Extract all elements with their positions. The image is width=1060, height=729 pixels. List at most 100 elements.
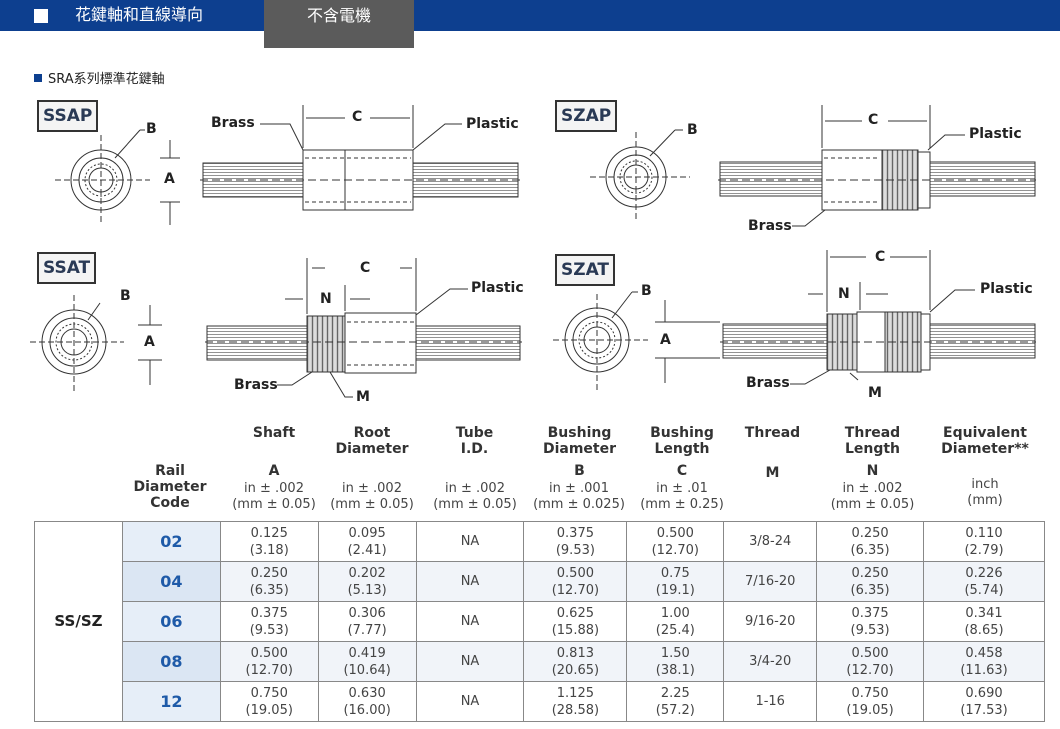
equivalent-diameter-cell-value: 0.226 — [965, 565, 1003, 581]
equivalent-diameter-cell-value: (11.63) — [960, 662, 1008, 678]
szat-brass-label: Brass — [746, 375, 790, 391]
shaft-cell-value: (12.70) — [245, 662, 293, 678]
ssat-brass-label: Brass — [234, 377, 278, 393]
shaft-cell: 0.375(9.53) — [219, 601, 319, 642]
bushing-diameter-cell: 0.500(12.70) — [523, 561, 628, 602]
szat-a-label: A — [660, 332, 671, 348]
thread-length-cell: 0.250(6.35) — [816, 521, 925, 562]
col-tube-unit1: in ± .002 — [445, 481, 505, 496]
shaft-cell-value: 0.125 — [250, 525, 288, 541]
root-diameter-cell-value: 0.095 — [348, 525, 386, 541]
bushing-diameter-cell-value: 0.625 — [556, 605, 594, 621]
col-shaft-unit1: in ± .002 — [244, 481, 304, 496]
col-root-units: in ± .002(mm ± 0.05) — [317, 481, 427, 513]
bushing-length-cell-value: (57.2) — [655, 702, 695, 718]
bushing-diameter-cell: 0.375(9.53) — [523, 521, 628, 562]
bushing-length-cell-value: 1.00 — [660, 605, 690, 621]
tab-no-motor[interactable]: 不含電機 — [264, 0, 414, 48]
col-threadl-sym: N — [866, 463, 879, 479]
shaft-cell: 0.250(6.35) — [219, 561, 319, 602]
col-bushl-name1: Bushing — [650, 425, 714, 441]
szat-end-view — [553, 291, 720, 390]
bushing-length-cell-value: 0.500 — [656, 525, 694, 541]
col-threadl-name2: Length — [844, 441, 901, 457]
root-diameter-cell-value: (5.13) — [347, 582, 387, 598]
col-root-unit1: in ± .002 — [342, 481, 402, 496]
szap-c-label: C — [868, 112, 879, 128]
bushing-length-cell-value: (38.1) — [655, 662, 695, 678]
col-bushl-sym: C — [676, 463, 688, 479]
col-equiv-unit2: (mm) — [967, 493, 1003, 508]
col-threadl-unit1: in ± .002 — [842, 481, 903, 496]
square-icon — [34, 9, 48, 23]
thread-length-cell: 0.500(12.70) — [816, 641, 925, 682]
thread-cell: 7/16-20 — [723, 561, 818, 602]
thread-length-cell-value: (19.05) — [846, 702, 894, 718]
col-threadl-unit2: (mm ± 0.05) — [830, 497, 915, 512]
thread-length-cell-value: 0.250 — [851, 525, 889, 541]
shaft-cell-value: 0.750 — [250, 685, 288, 701]
szap-plastic-label: Plastic — [969, 126, 1022, 142]
thread-cell: 1-16 — [723, 681, 818, 722]
col-bushd-units: in ± .001(mm ± 0.025) — [519, 481, 639, 513]
shaft-cell-value: (9.53) — [249, 622, 289, 638]
bushing-diameter-cell: 1.125(28.58) — [523, 681, 628, 722]
col-root-header: Root Diameter — [322, 425, 422, 457]
ssap-b-label: B — [146, 121, 157, 137]
ssat-side-view — [205, 258, 522, 398]
szap-badge: SZAP — [555, 100, 618, 132]
col-root-name2: Diameter — [335, 441, 409, 457]
thread-length-cell-value: (12.70) — [846, 662, 894, 678]
col-tube-name1: Tube — [455, 425, 494, 441]
equivalent-diameter-cell: 0.226(5.74) — [923, 561, 1045, 602]
bushing-length-cell-value: (12.70) — [651, 542, 699, 558]
col-bushd-unit2: (mm ± 0.025) — [533, 497, 625, 512]
page-title: 花鍵軸和直線導向 — [75, 5, 204, 24]
ssap-c-label: C — [352, 109, 363, 125]
thread-length-cell-value: 0.375 — [851, 605, 889, 621]
szap-side-view — [718, 105, 1036, 227]
root-diameter-cell-value: 0.630 — [348, 685, 386, 701]
col-bushd-header: Bushing Diameter — [527, 425, 632, 457]
equivalent-diameter-cell: 0.341(8.65) — [923, 601, 1045, 642]
bushing-length-cell: 0.75(19.1) — [626, 561, 725, 602]
tube-id-cell: NA — [415, 521, 525, 562]
rail-code-cell: 06 — [121, 601, 221, 642]
equivalent-diameter-cell: 0.110(2.79) — [923, 521, 1045, 562]
szat-m-label: M — [868, 385, 882, 401]
shaft-cell: 0.125(3.18) — [219, 521, 319, 562]
col-tube-units: in ± .002(mm ± 0.05) — [420, 481, 530, 513]
thread-length-cell-value: 0.500 — [851, 645, 889, 661]
shaft-cell: 0.500(12.70) — [219, 641, 319, 682]
col-bushl-unit1: in ± .01 — [656, 481, 708, 496]
root-diameter-cell: 0.202(5.13) — [317, 561, 417, 602]
col-equiv-units: inch(mm) — [925, 477, 1045, 509]
bushing-length-cell-value: 1.50 — [660, 645, 690, 661]
ssap-badge: SSAP — [37, 100, 99, 132]
equivalent-diameter-cell-value: 0.341 — [965, 605, 1003, 621]
shaft-cell-value: (3.18) — [249, 542, 289, 558]
equivalent-diameter-cell: 0.690(17.53) — [923, 681, 1045, 722]
col-equiv-name1: Equivalent — [943, 425, 1027, 441]
rail-code-cell: 12 — [121, 681, 221, 722]
col-threadl-units: in ± .002(mm ± 0.05) — [815, 481, 930, 513]
col-shaft-header: Shaft — [224, 425, 324, 441]
col-bushd-name2: Diameter — [542, 441, 617, 457]
equivalent-diameter-cell-value: (5.74) — [964, 582, 1004, 598]
shaft-cell-value: 0.375 — [250, 605, 288, 621]
ssat-a-label: A — [144, 334, 155, 350]
ssap-plastic-label: Plastic — [466, 116, 519, 132]
spline-shaft-drawings — [30, 105, 1036, 398]
section-subtitle: SRA系列標準花鍵軸 — [34, 68, 165, 87]
bushing-diameter-cell-value: (9.53) — [555, 542, 595, 558]
equivalent-diameter-cell-value: 0.458 — [965, 645, 1003, 661]
bushing-length-cell: 2.25(57.2) — [626, 681, 725, 722]
col-bushl-unit2: (mm ± 0.25) — [640, 497, 724, 512]
bushing-length-cell-value: 0.75 — [660, 565, 690, 581]
root-diameter-cell-value: (10.64) — [343, 662, 391, 678]
col-tube-name2: I.D. — [460, 441, 489, 457]
root-diameter-cell: 0.306(7.77) — [317, 601, 417, 642]
root-diameter-cell-value: 0.419 — [348, 645, 386, 661]
